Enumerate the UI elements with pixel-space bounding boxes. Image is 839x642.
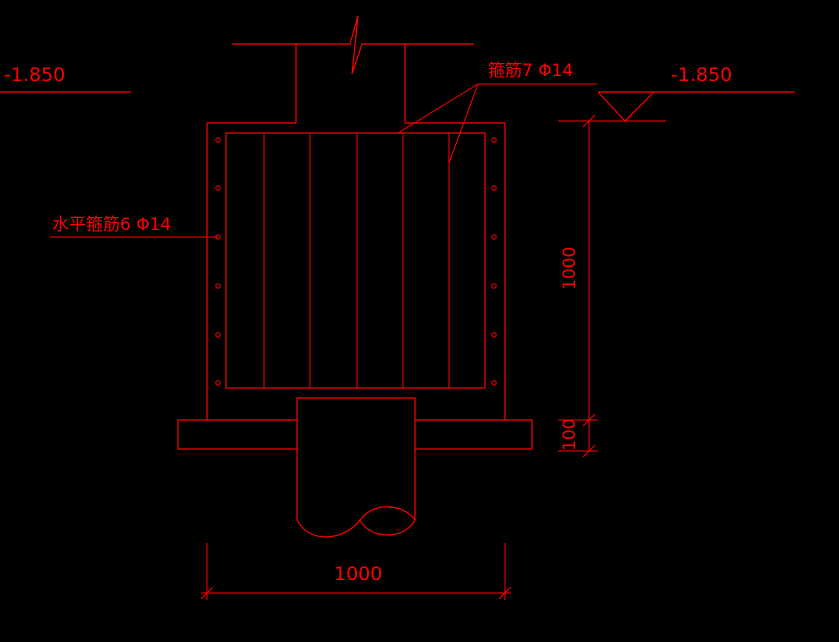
elevation-marker-left: -1.850	[0, 64, 131, 93]
column-stub	[232, 15, 474, 123]
elevation-marker-right: -1.850	[597, 64, 795, 122]
base-cushion	[177, 419, 533, 450]
horizontal-stirrup-label-text: 水平箍筋6 Φ14	[52, 215, 171, 235]
dimension-horizontal: 1000	[200, 543, 512, 600]
dimension-vertical: 1000 100	[558, 114, 666, 458]
stirrup-label-text: 箍筋7 Φ14	[488, 61, 573, 81]
rebar-dots-right	[491, 137, 497, 386]
elevation-right-text: -1.850	[671, 64, 732, 86]
pile-cap-outline	[206, 122, 506, 420]
elevation-left-text: -1.850	[4, 64, 65, 86]
dim-width-text: 1000	[334, 563, 382, 585]
dim-height-main-text: 1000	[560, 247, 580, 290]
leader-horizontal-stirrup: 水平箍筋6 Φ14	[50, 215, 218, 238]
rebar-dots-left	[215, 137, 221, 386]
dim-height-base-text: 100	[560, 419, 580, 451]
leader-stirrup: 箍筋7 Φ14	[397, 61, 597, 164]
pile	[296, 397, 416, 538]
